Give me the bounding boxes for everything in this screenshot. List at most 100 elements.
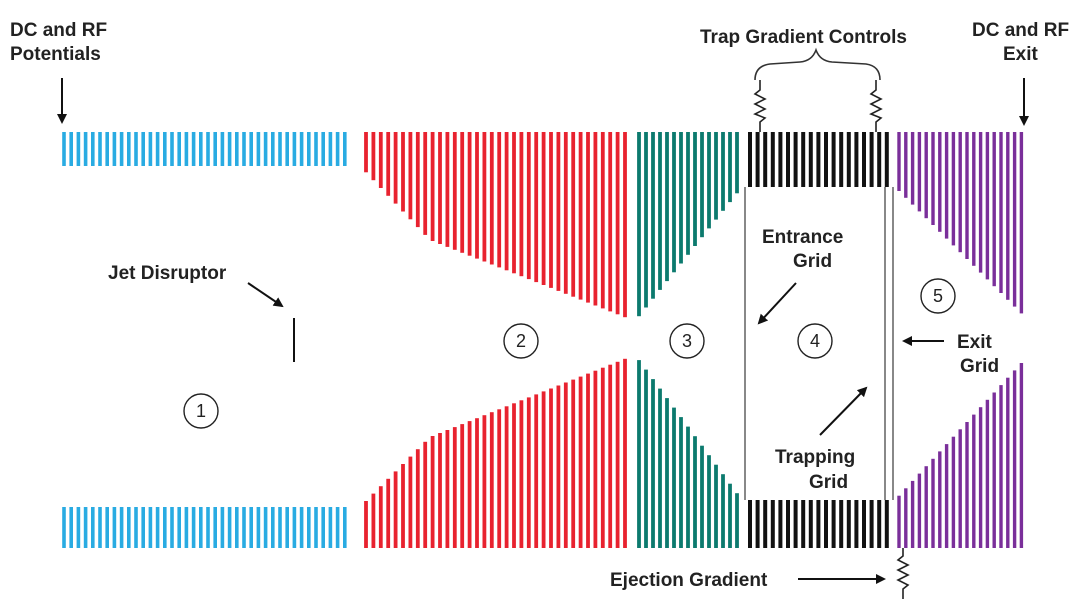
entrance-grid-label-line2: Grid	[793, 251, 832, 272]
electrode-bar	[497, 409, 502, 548]
electrode-bar	[489, 412, 494, 548]
electrode-bar	[869, 132, 874, 187]
electrode-bar	[578, 132, 583, 300]
electrode-bar	[958, 429, 962, 548]
electrode-bar	[755, 500, 760, 548]
region-4-electrodes	[748, 132, 889, 548]
electrode-bar	[98, 132, 102, 166]
electrode-bar	[83, 132, 88, 166]
electrode-bar	[999, 132, 1003, 293]
electrode-bar	[877, 500, 882, 548]
electrode-bar	[992, 392, 996, 548]
electrode-bar	[134, 132, 138, 166]
electrode-bar	[951, 436, 956, 548]
electrode-bar	[163, 132, 167, 166]
jet-disruptor-label: Jet Disruptor	[108, 263, 227, 284]
region-1-electrodes	[62, 132, 347, 548]
trap-gradient-controls-label: Trap Gradient Controls	[700, 27, 907, 48]
electrode-bar	[423, 132, 428, 235]
electrode-bar	[199, 507, 203, 548]
electrode-bar	[862, 500, 866, 548]
electrode-bar	[786, 500, 790, 548]
electrode-bar	[475, 418, 479, 548]
exit-grid-label-line1: Exit	[957, 332, 993, 353]
electrode-bar	[978, 407, 983, 548]
electrode-bar	[541, 391, 546, 548]
region-3-electrodes	[637, 132, 739, 548]
electrode-bar	[155, 507, 160, 548]
electrode-bar	[770, 132, 775, 187]
electrode-bar	[831, 500, 836, 548]
electrode-bar	[206, 132, 210, 166]
electrode-bar	[170, 132, 174, 166]
ejection-resistor-icon	[896, 548, 910, 599]
electrode-bar	[249, 132, 253, 166]
electrode-bar	[763, 500, 768, 548]
electrode-bar	[184, 132, 189, 166]
electrode-bar	[415, 449, 420, 548]
electrode-bar	[415, 132, 420, 228]
electrode-bar	[438, 433, 442, 548]
electrode-bar	[307, 507, 311, 548]
region-2-electrodes	[364, 132, 627, 548]
electrode-bar	[401, 464, 405, 548]
electrode-bar	[141, 507, 145, 548]
electrode-bar	[438, 132, 442, 244]
electrode-bar	[770, 500, 775, 548]
electrode-bar	[556, 132, 561, 291]
electrode-bar	[408, 456, 413, 548]
electrode-bar	[497, 132, 502, 268]
electrode-bar	[386, 478, 391, 548]
electrode-bar	[999, 385, 1003, 548]
electrode-bar	[735, 132, 739, 194]
region-1-circle	[183, 393, 219, 429]
electrode-bar	[944, 132, 949, 239]
electrode-bar	[512, 403, 516, 548]
electrode-bar	[69, 507, 73, 548]
electrode-bar	[299, 507, 304, 548]
electrode-bar	[972, 132, 976, 266]
electrode-bar	[735, 493, 739, 548]
electrode-bar	[693, 132, 697, 246]
electrode-bar	[235, 507, 239, 548]
electrode-bar	[105, 132, 109, 166]
electrode-bar	[271, 507, 275, 548]
electrode-bar	[408, 132, 413, 220]
electrode-bar	[235, 132, 239, 166]
electrode-bar	[364, 132, 368, 173]
electrode-bar	[460, 424, 465, 548]
electrode-bar	[549, 388, 553, 548]
electrode-bar	[430, 132, 435, 241]
electrode-bar	[897, 495, 901, 548]
electrode-bar	[721, 132, 725, 211]
electrode-bar	[393, 132, 398, 204]
electrode-bar	[586, 373, 590, 548]
region-5-electrodes	[897, 132, 1024, 548]
electrode-bar	[378, 486, 383, 548]
annotation-arrows	[57, 78, 1029, 584]
electrode-bar	[869, 500, 874, 548]
trap-exit-resistor-icon	[869, 80, 883, 132]
electrode-bar	[721, 474, 725, 548]
electrode-bar	[985, 132, 990, 280]
electrode-bar	[482, 415, 487, 548]
electrode-bar	[278, 132, 282, 166]
electrode-bar	[748, 132, 752, 187]
electrode-bar	[924, 132, 928, 219]
electrode-bar	[314, 507, 318, 548]
electrode-bar	[386, 132, 391, 196]
electrode-bar	[801, 132, 806, 187]
electrode-bar	[571, 132, 576, 297]
electrode-bar	[105, 507, 109, 548]
electrode-bar	[623, 132, 627, 318]
electrode-bar	[1012, 370, 1017, 548]
electrode-bar	[778, 500, 783, 548]
electrode-bar	[242, 507, 246, 548]
trap-gradient-brace	[754, 47, 881, 81]
electrode-bar	[526, 132, 531, 280]
electrode-bar	[965, 422, 969, 548]
electrode-bar	[112, 507, 117, 548]
electrode-bar	[91, 507, 95, 548]
dc-rf-potentials-label-line2: Potentials	[10, 44, 101, 65]
region-5-circle	[920, 278, 956, 314]
